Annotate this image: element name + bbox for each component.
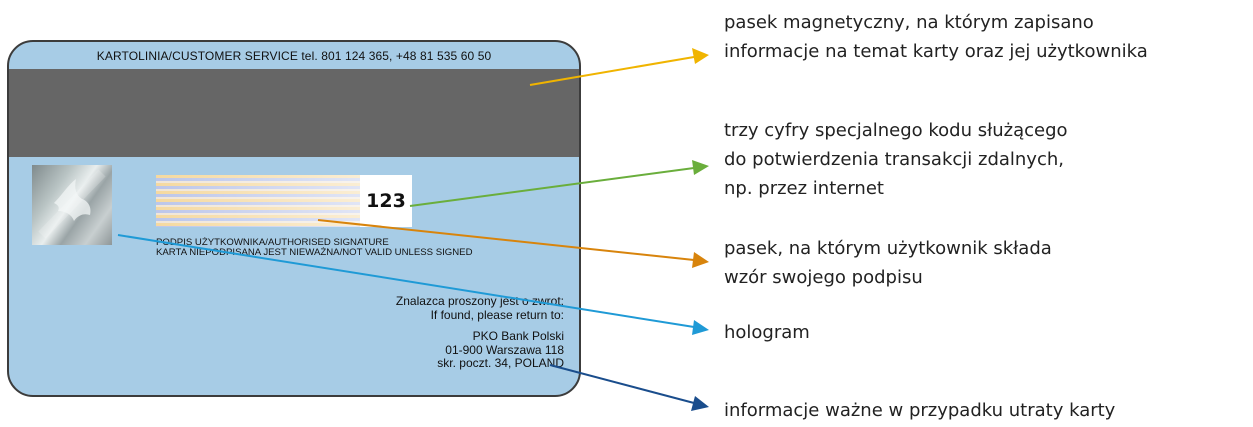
return-line-2: If found, please return to: xyxy=(430,307,564,322)
annotation-magstripe: pasek magnetyczny, na którym zapisano in… xyxy=(724,8,1148,66)
cvv-code: 123 xyxy=(360,175,412,227)
signature-label-line-2: KARTA NIEPODPISANA JEST NIEWAŻNA/NOT VAL… xyxy=(156,247,473,258)
annotation-cvv-line-2: do potwierdzenia transakcji zdalnych, xyxy=(724,149,1064,170)
annotation-cvv: trzy cyfry specjalnego kodu służącego do… xyxy=(724,116,1068,203)
annotation-cvv-line-3: np. przez internet xyxy=(724,178,884,199)
dove-hologram-icon xyxy=(38,169,106,239)
customer-service-line: KARTOLINIA/CUSTOMER SERVICE tel. 801 124… xyxy=(96,48,492,63)
annotation-signature-line-2: wzór swojego podpisu xyxy=(724,267,923,288)
annotation-return-info-line-1: informacje ważne w przypadku utraty kart… xyxy=(724,400,1116,421)
annotation-hologram: hologram xyxy=(724,318,810,347)
card-back: KARTOLINIA/CUSTOMER SERVICE tel. 801 124… xyxy=(7,40,581,397)
annotation-signature-line-1: pasek, na którym użytkownik składa xyxy=(724,238,1052,259)
return-line-5: skr. poczt. 34, POLAND xyxy=(437,356,564,370)
annotation-return-info: informacje ważne w przypadku utraty kart… xyxy=(724,396,1115,425)
annotation-hologram-line-1: hologram xyxy=(724,322,810,343)
return-line-1: Znalazca proszony jest o zwrot: xyxy=(395,294,564,308)
annotation-cvv-line-1: trzy cyfry specjalnego kodu służącego xyxy=(724,120,1068,141)
annotation-signature: pasek, na którym użytkownik składa wzór … xyxy=(724,234,1052,292)
return-line-3: PKO Bank Polski xyxy=(472,329,564,343)
annotation-magstripe-line-1: pasek magnetyczny, na którym zapisano xyxy=(724,12,1094,33)
return-address: Znalazca proszony jest o zwrot: If found… xyxy=(395,294,564,371)
signature-strip xyxy=(156,175,360,227)
return-line-4: 01-900 Warszawa 118 xyxy=(445,342,564,357)
magnetic-stripe xyxy=(9,69,579,157)
annotation-magstripe-line-2: informacje na temat karty oraz jej użytk… xyxy=(724,41,1148,62)
hologram xyxy=(32,165,112,245)
signature-label: PODPIS UŻYTKOWNIKA/AUTHORISED SIGNATURE … xyxy=(156,238,473,258)
